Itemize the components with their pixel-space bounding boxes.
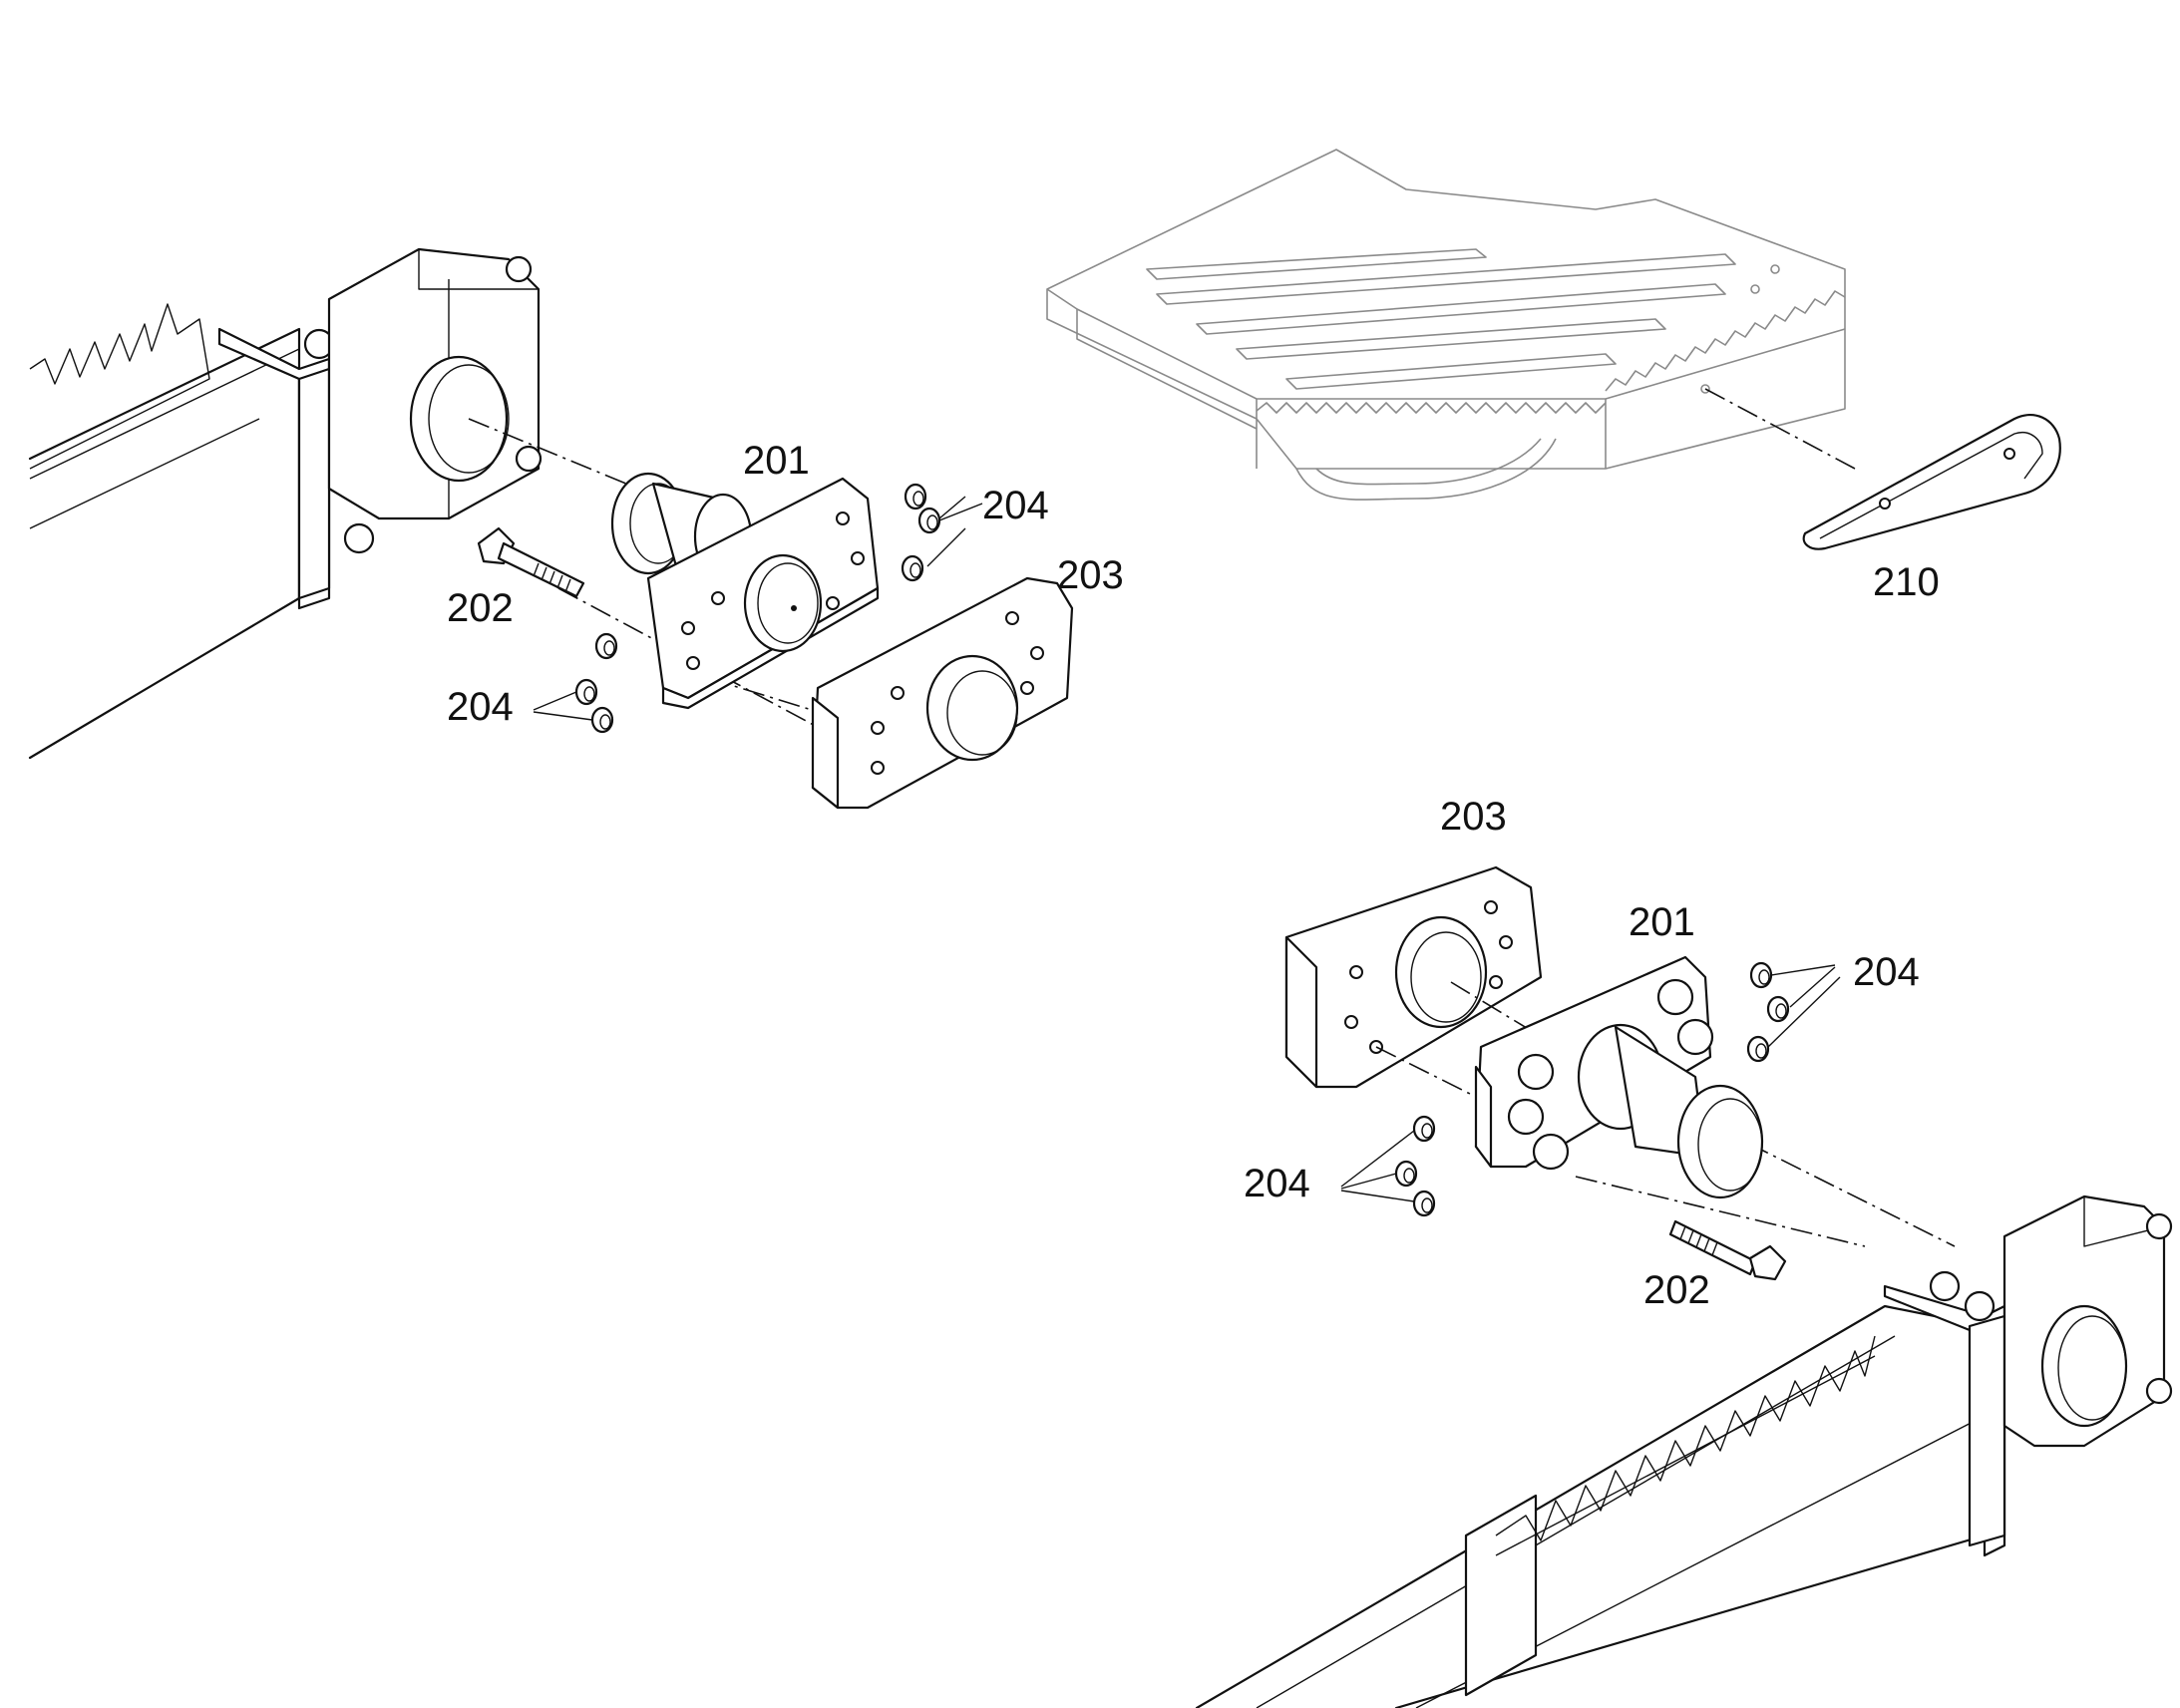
callout-204-top-left-lower: 204 [447, 685, 514, 729]
tl-nuts-204-bottom [533, 632, 618, 734]
br-bolt-202 [1668, 1219, 1787, 1281]
callout-201-bottom-right: 201 [1629, 900, 1695, 944]
callout-204-bottom-right-lower: 204 [1244, 1162, 1310, 1205]
right-frame-rail [1195, 1195, 2173, 1708]
br-nuts-204-bottom [1340, 1115, 1436, 1217]
tl-bolt-202 [477, 526, 585, 598]
callout-203-bottom-right: 203 [1440, 795, 1507, 839]
callout-210-step: 210 [1873, 560, 1940, 604]
callout-204-bottom-right-upper: 204 [1853, 950, 1920, 994]
tl-nuts-204-top [901, 483, 983, 582]
left-frame-rail [28, 247, 543, 760]
tl-flange-201 [610, 472, 880, 710]
br-flange-201 [1474, 955, 1764, 1199]
br-plate-203 [1284, 865, 1543, 1089]
step-bracket-210 [1802, 414, 2061, 550]
callout-203-top-left: 203 [1057, 553, 1124, 597]
callout-201-top-left: 201 [743, 439, 810, 483]
br-nuts-204-top [1746, 961, 1841, 1063]
callout-202-bottom-right: 202 [1643, 1268, 1710, 1312]
callout-202-top-left: 202 [447, 586, 514, 630]
tl-plate-203 [811, 576, 1074, 810]
step-axis-line [1704, 388, 1856, 470]
callout-204-top-left-upper: 204 [982, 484, 1049, 527]
step-assembly [1046, 149, 1846, 501]
